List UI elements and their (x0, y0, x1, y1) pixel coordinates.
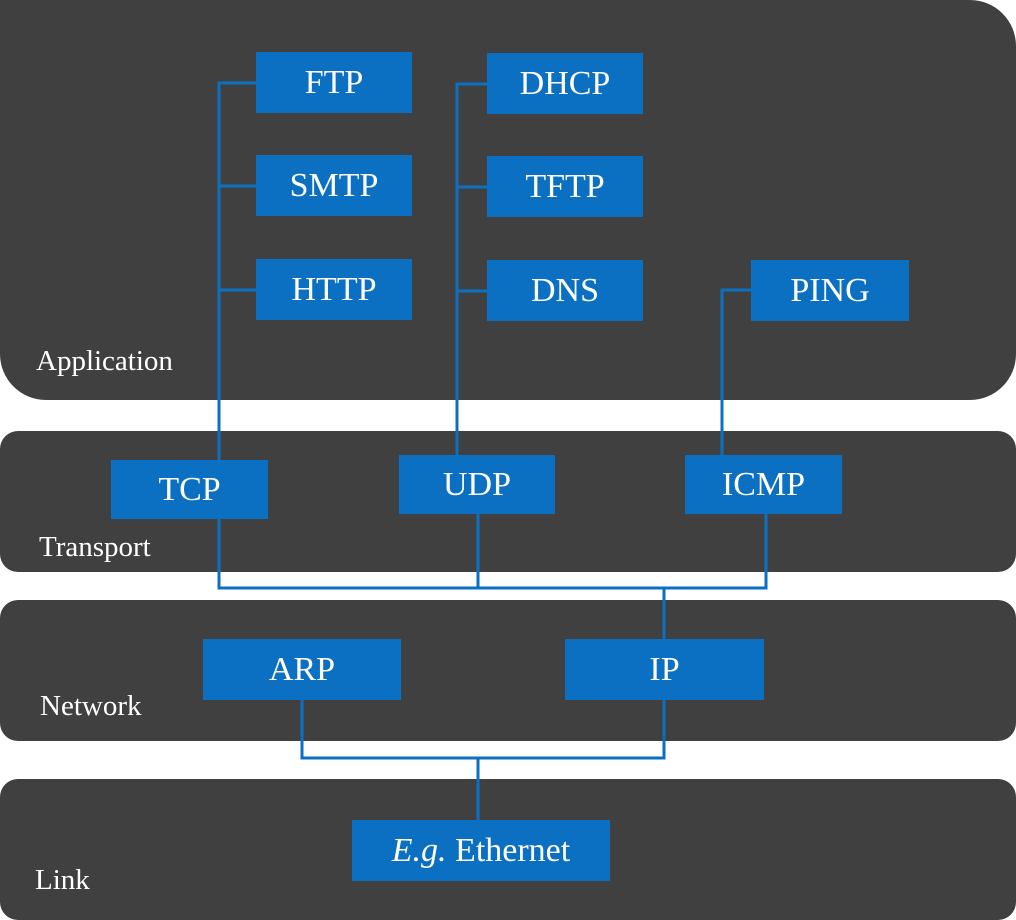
ethernet-box: E.g. Ethernet (352, 820, 610, 881)
tcp-box: TCP (111, 460, 268, 519)
link-layer-label: Link (35, 864, 90, 896)
transport-layer-label: Transport (39, 531, 151, 563)
application-layer-label: Application (36, 345, 173, 377)
smtp-box: SMTP (256, 155, 412, 216)
dhcp-box: DHCP (487, 53, 643, 114)
ping-connector (720, 288, 751, 455)
http-box: HTTP (256, 259, 412, 320)
udp-app-connector (455, 82, 487, 455)
network-layer-label: Network (40, 690, 142, 722)
ip-box: IP (565, 639, 764, 700)
network-link-connector (300, 700, 666, 760)
transport-network-connector (217, 514, 768, 590)
arp-box: ARP (203, 639, 401, 700)
ethernet-prefix: E.g. (391, 831, 447, 869)
ping-box: PING (751, 260, 909, 321)
icmp-box: ICMP (685, 455, 842, 514)
tftp-box: TFTP (487, 156, 643, 217)
udp-box: UDP (399, 455, 555, 514)
ethernet-label: Ethernet (455, 831, 571, 869)
network-layer (0, 600, 1016, 741)
tcp-app-connector (217, 81, 256, 460)
dns-box: DNS (487, 260, 643, 321)
ftp-box: FTP (256, 52, 412, 113)
